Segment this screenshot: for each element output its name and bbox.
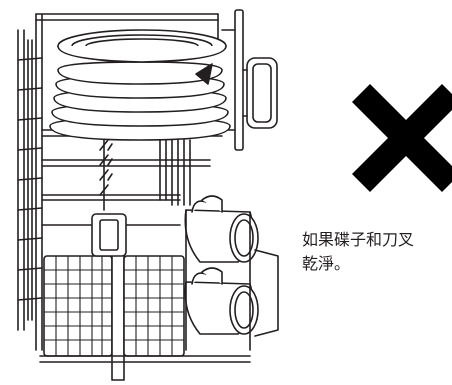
cups — [184, 195, 279, 351]
plates-stack — [49, 29, 231, 141]
caption-line-1: 如果碟子和刀叉 — [302, 230, 415, 249]
cutlery-basket — [39, 213, 251, 381]
rack-frame — [17, 13, 219, 351]
dishwasher-rack-illustration — [17, 9, 279, 381]
caption-text: 如果碟子和刀叉 乾淨。 — [302, 228, 452, 276]
x-cross-icon — [352, 84, 452, 192]
caption-line-2: 乾淨。 — [302, 254, 351, 273]
rack-handle — [221, 9, 278, 151]
